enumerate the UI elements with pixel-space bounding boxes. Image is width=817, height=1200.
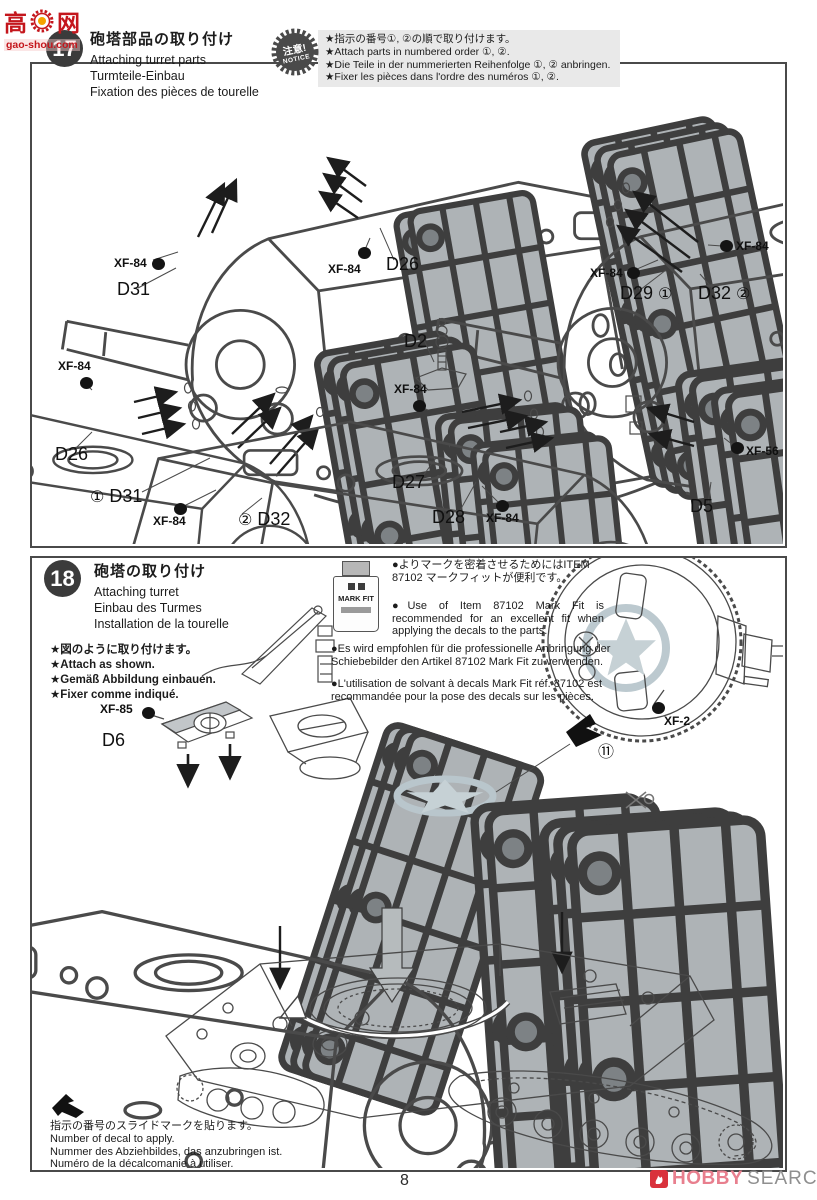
step18-title-fr: Installation de la tourelle xyxy=(94,617,229,631)
tamiya-logo-icon xyxy=(334,583,378,590)
paint-callout-xf84: XF-84 xyxy=(153,514,186,528)
part-label-d5: D5 xyxy=(690,496,714,516)
step17-title-ja: 砲塔部品の取り付け xyxy=(90,31,235,48)
markfit-text-fr: ●L'utilisation de solvant à decals Mark … xyxy=(331,678,603,703)
search-logo-text: SEARCH xyxy=(747,1168,817,1189)
decal-note-fr: Numéro de la décalcomanie à utiliser. xyxy=(50,1158,234,1171)
paint-dot-icon xyxy=(652,702,665,714)
hobby-search-logo: HOBBY SEARCH xyxy=(650,1168,817,1190)
order-number-2: ② xyxy=(736,286,751,303)
watermark-site: gao-shou.com xyxy=(4,39,80,51)
paint-dot-icon xyxy=(80,377,93,389)
attach-notes: ★図のように取り付けます。 ★Attach as shown. ★Gemäß A… xyxy=(50,643,216,703)
paint-callout-xf84: XF-84 xyxy=(58,359,91,373)
decal-note: 指示の番号のスライドマークを貼ります。 Number of decal to a… xyxy=(50,1120,282,1171)
markfit-bottle: MARK FIT xyxy=(332,561,380,632)
part-label-d31-ordered: ① D31 xyxy=(90,486,143,506)
part-label-d32-ordered: ② D32 xyxy=(238,509,291,529)
step18-title-ja: 砲塔の取り付け xyxy=(94,563,207,580)
order-number-2: ② xyxy=(238,512,253,529)
paint-callout-xf84: XF-84 xyxy=(590,266,623,280)
paint-callout-xf84: XF-84 xyxy=(114,256,147,270)
paint-dot-icon xyxy=(731,442,744,454)
paint-callout-xf84: XF-84 xyxy=(328,262,361,276)
notice-line-ja: ★指示の番号①, ②の順で取り付けます。 xyxy=(325,33,516,45)
step18-number-badge: 18 xyxy=(44,560,81,597)
step18-titles: 砲塔の取り付け Attaching turret Einbau des Turm… xyxy=(94,560,229,632)
paint-dot-icon xyxy=(496,500,509,512)
page-number: 8 xyxy=(400,1172,409,1189)
step18-title-de: Einbau des Turmes xyxy=(94,601,202,615)
step18-title-en: Attaching turret xyxy=(94,585,179,599)
attach-note-en: ★Attach as shown. xyxy=(50,659,155,671)
order-number-1: ① xyxy=(90,489,105,506)
part-label-d2: D2 xyxy=(404,331,428,351)
decal-note-de: Nummer des Abziehbildes, das anzubringen… xyxy=(50,1145,283,1158)
paint-callout-xf56: XF-56 xyxy=(746,444,779,458)
watermark-logo: 高 网 gao-shou.com xyxy=(4,4,80,51)
gear-thumb-icon xyxy=(30,9,54,33)
paint-dot-icon xyxy=(720,240,733,252)
part-label-d6: D6 xyxy=(102,730,126,750)
paint-callout-xf2: XF-2 xyxy=(664,714,691,728)
notice-badge: 注意! NOTICE xyxy=(270,27,320,77)
notice-text-box: ★指示の番号①, ②の順で取り付けます。 ★Attach parts in nu… xyxy=(318,30,620,88)
paint-callout-xf85: XF-85 xyxy=(100,702,133,716)
step17-title-de: Turmteile-Einbau xyxy=(90,69,185,83)
paint-dot-icon xyxy=(358,247,371,259)
step17-number-badge: 17 xyxy=(46,30,83,67)
paint-dot-icon xyxy=(627,267,640,279)
part-label-d31: D31 xyxy=(117,279,151,299)
part-label-d26: D26 xyxy=(386,254,420,274)
paint-dot-icon xyxy=(174,503,187,515)
part-label-d29: D29 ① xyxy=(620,283,673,303)
watermark-char-right: 网 xyxy=(57,10,80,36)
bottle-cap xyxy=(342,561,370,576)
markfit-text-en: ●Use of Item 87102 Mark Fit is recommend… xyxy=(392,600,604,637)
part-label-d26: D26 xyxy=(55,444,89,464)
step17-title-en: Attaching turret parts xyxy=(90,53,207,67)
order-number-1: ① xyxy=(658,286,673,303)
markfit-text-de: ●Es wird empfohlen für die professionell… xyxy=(331,643,611,668)
hobby-logo-text: HOBBY xyxy=(672,1168,744,1189)
step17-lineart xyxy=(30,62,783,544)
notice-line-fr: ★Fixer les pièces dans l'ordre des numér… xyxy=(325,71,559,84)
paint-dot-icon xyxy=(142,707,155,719)
paint-callout-xf84: XF-84 xyxy=(486,511,519,525)
decal-number-callout: ⑪ xyxy=(598,744,615,761)
markfit-text-ja: ●よりマークを密着させるためにはITEM 87102 マークフィットが便利です。 xyxy=(392,559,590,584)
watermark-char-left: 高 xyxy=(4,10,27,36)
hobby-search-flame-icon xyxy=(650,1170,668,1188)
decal-note-ja: 指示の番号のスライドマークを貼ります。 xyxy=(50,1120,258,1132)
bottle-band xyxy=(341,607,371,613)
attach-note-fr: ★Fixer comme indiqué. xyxy=(50,689,179,701)
decal-note-en: Number of decal to apply. xyxy=(50,1132,175,1145)
attach-note-de: ★Gemäß Abbildung einbauen. xyxy=(50,674,216,686)
part-label-d28: D28 xyxy=(432,507,466,527)
notice-line-en: ★Attach parts in numbered order ①, ②. xyxy=(325,45,510,58)
paint-dot-icon xyxy=(413,400,426,412)
notice-badge-seal-icon xyxy=(271,28,319,76)
part-label-d27: D27 xyxy=(392,472,426,492)
step17-titles: 砲塔部品の取り付け Attaching turret parts Turmtei… xyxy=(90,28,259,100)
decal-symbol-icon xyxy=(52,1094,84,1118)
bottle-body: MARK FIT xyxy=(333,576,379,632)
part-label-d32: D32 ② xyxy=(698,283,751,303)
step17-title-fr: Fixation des pièces de tourelle xyxy=(90,85,259,99)
paint-dot-icon xyxy=(152,258,165,270)
paint-callout-xf84: XF-84 xyxy=(394,382,427,396)
step18-lineart xyxy=(30,556,783,1168)
paint-callout-xf84: XF-84 xyxy=(736,239,769,253)
notice-line-de: ★Die Teile in der nummerierten Reihenfol… xyxy=(325,58,611,71)
bottle-label: MARK FIT xyxy=(338,594,374,603)
attach-note-ja: ★図のように取り付けます。 xyxy=(50,644,198,656)
